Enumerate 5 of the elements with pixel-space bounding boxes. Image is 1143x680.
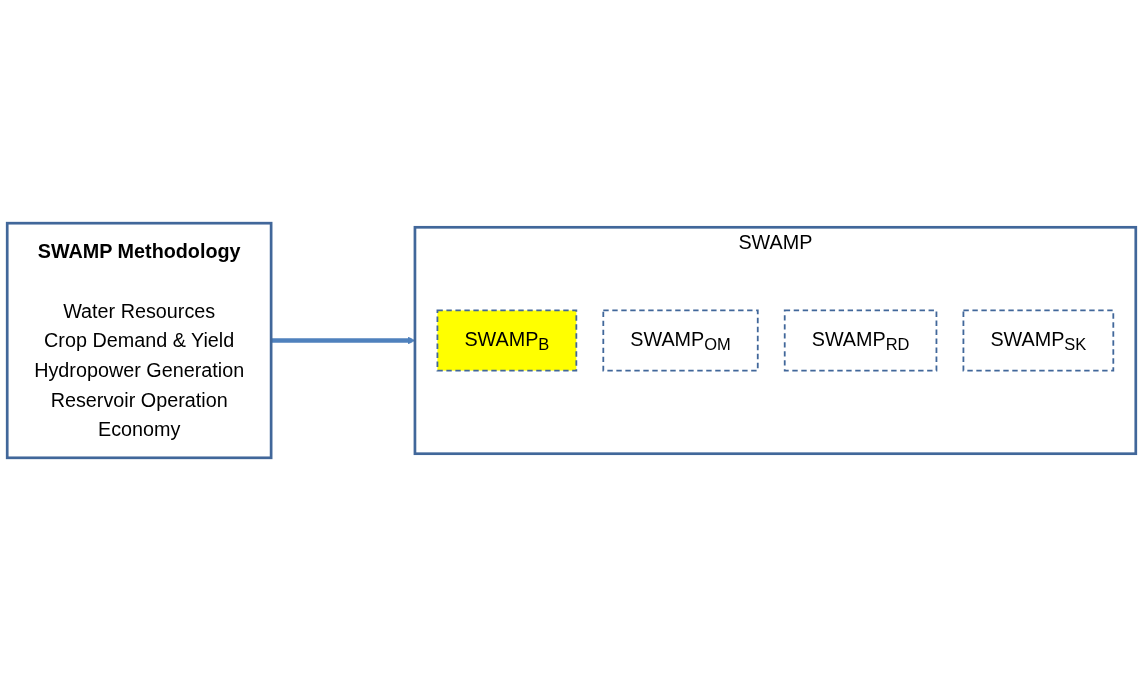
node-box: SWAMP Methodology Water Resources Crop Demand & Yield Hydropower Generation Reservoir Operation Economy <box>5 221 273 459</box>
node-box: SWAMP$_{SK}$ <box>962 309 1115 371</box>
node-box: SWAMP$_{B}$ <box>436 309 578 371</box>
node-box: SWAMP$_{RD}$ <box>783 309 938 371</box>
node-box: SWAMP$_{OM}$ <box>602 309 759 371</box>
